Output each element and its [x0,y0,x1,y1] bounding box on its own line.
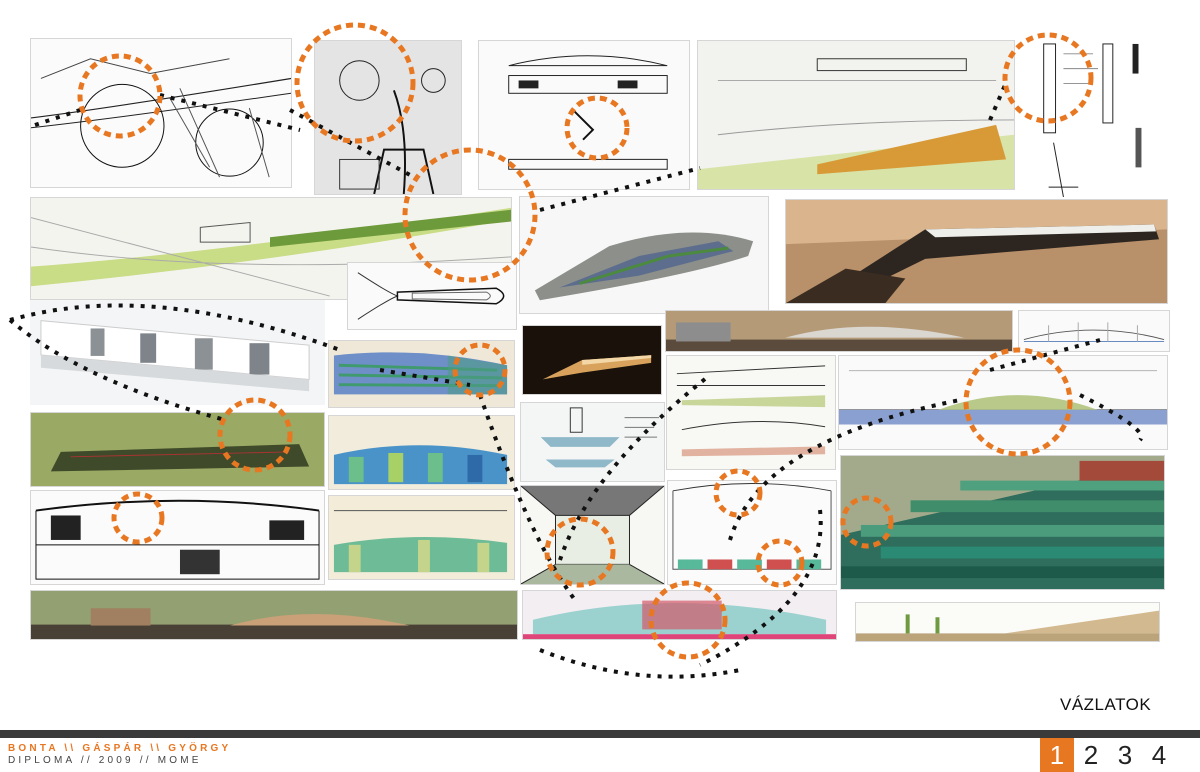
page-2-button[interactable]: 2 [1083,739,1099,770]
page-1-button[interactable]: 1 [1040,738,1074,772]
sketch-red-green-section [667,480,837,585]
sketch-board [30,38,1178,642]
sketch-pink-colored-section [522,590,837,640]
sketch-blue-green-facade [328,340,515,408]
sketch-pen-perspective [30,38,292,188]
sketch-colored-perspective [519,196,769,314]
page-3-button[interactable]: 3 [1117,739,1133,770]
model-photo-night [522,325,662,395]
footer-credits: BONTA \\ GÁSPÁR \\ GYÖRGY DIPLOMA // 200… [8,743,231,767]
model-photo-dark [785,199,1168,304]
model-photo-window [30,590,518,640]
sketch-ink-section [30,490,325,585]
sketch-multicolor-facade [328,415,515,490]
sketch-large-green-strata [840,455,1165,590]
render-white-volume [30,300,325,405]
sketch-landscape-elevation [855,602,1160,642]
page-4-button[interactable]: 4 [1151,739,1167,770]
sketch-colored-elevation [697,40,1015,190]
model-photo-green [30,412,325,487]
author-names: BONTA \\ GÁSPÁR \\ GYÖRGY [8,743,232,754]
sketch-green-facade [328,495,515,580]
model-photo-side [665,310,1013,352]
sketch-people-viewpoint [314,40,462,195]
sheet-title: VÁZLATOK [1060,695,1152,714]
footer-bar [0,730,1200,738]
project-subtitle: DIPLOMA // 2009 // MOME [8,755,202,766]
sketch-plan-outline [347,262,517,330]
page-navigation: 1 2 3 4 [1040,738,1176,772]
sketch-interior-perspective [520,485,665,585]
sketch-blue-elevation [838,355,1168,450]
sketch-section-plans [478,40,690,190]
sketch-elevation-lines [1018,310,1170,352]
sketch-tower-details [1018,38,1178,198]
sketch-color-notes [666,355,836,470]
sketch-section-views [520,402,665,482]
